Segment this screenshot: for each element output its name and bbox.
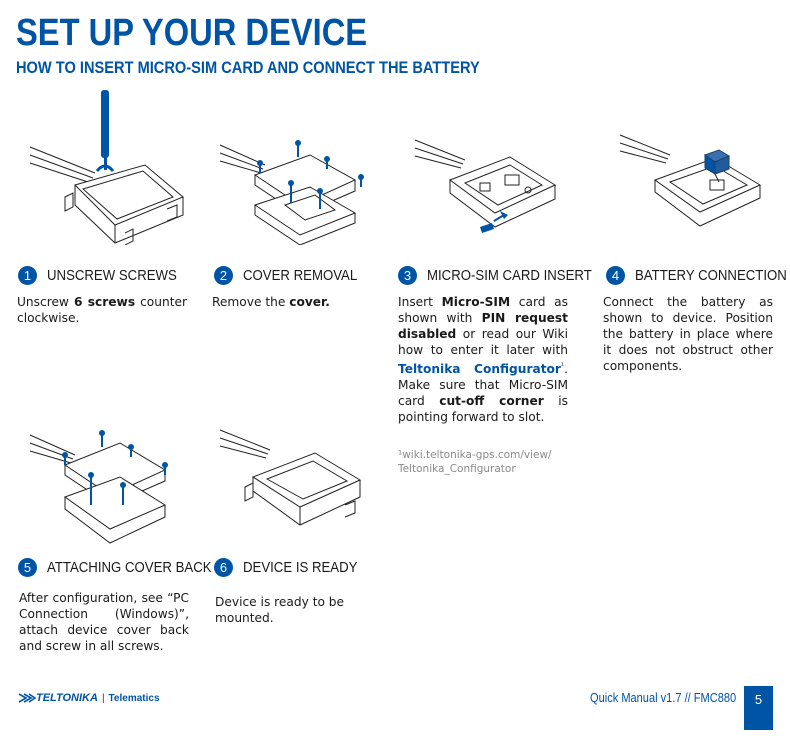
step-1-heading: 1 UNSCREW SCREWS <box>18 266 195 285</box>
teltonika-logo-icon <box>18 692 36 704</box>
step-2-number: 2 <box>214 266 233 285</box>
step-3-number: 3 <box>398 266 417 285</box>
step-6-description: Device is ready to be mounted. <box>215 594 385 626</box>
step-5-number: 5 <box>18 558 37 577</box>
page-subtitle: HOW TO INSERT MICRO-SIM CARD AND CONNECT… <box>16 58 480 78</box>
logo-text: TELTONIKA <box>36 692 98 704</box>
teltonika-configurator-link[interactable]: Teltonika Configurator <box>398 362 561 376</box>
step-1-description: Unscrew 6 screws counter clockwise. <box>17 294 187 326</box>
step-6-number: 6 <box>214 558 233 577</box>
manual-version: Quick Manual v1.7 // FMC880 <box>590 690 736 705</box>
unscrew-screws-illustration <box>25 85 190 245</box>
step-3-description: Insert Micro-SIM card as shown with PIN … <box>398 294 568 425</box>
step-5-description: After configuration, see “PC Connection … <box>19 590 189 654</box>
step-4-description: Connect the battery as shown to device. … <box>603 294 773 374</box>
logo-division: Telematics <box>109 693 160 704</box>
step-6-title: DEVICE IS READY <box>243 559 357 576</box>
step-3-title: MICRO-SIM CARD INSERT <box>427 267 592 284</box>
footnote-wiki-link[interactable]: ¹wiki.teltonika-gps.com/view/ Teltonika_… <box>398 448 568 476</box>
battery-connection-illustration <box>615 130 780 240</box>
step-4-heading: 4 BATTERY CONNECTION <box>606 266 790 285</box>
step-5-heading: 5 ATTACHING COVER BACK <box>18 558 234 577</box>
step-1-title: UNSCREW SCREWS <box>47 267 177 284</box>
step-6-heading: 6 DEVICE IS READY <box>214 558 373 577</box>
attach-cover-illustration <box>25 425 190 550</box>
step-4-number: 4 <box>606 266 625 285</box>
logo-separator: | <box>102 693 105 704</box>
page-title: SET UP YOUR DEVICE <box>16 12 367 55</box>
step-2-description: Remove the cover. <box>212 294 382 310</box>
device-ready-illustration <box>215 425 380 535</box>
cover-removal-illustration <box>215 135 380 245</box>
step-3-heading: 3 MICRO-SIM CARD INSERT <box>398 266 614 285</box>
step-2-heading: 2 COVER REMOVAL <box>214 266 373 285</box>
page-number: 5 <box>744 686 773 730</box>
teltonika-logo: TELTONIKA | Telematics <box>18 692 160 704</box>
step-4-title: BATTERY CONNECTION <box>635 267 787 284</box>
step-2-title: COVER REMOVAL <box>243 267 357 284</box>
sim-insert-illustration <box>410 135 575 245</box>
step-5-title: ATTACHING COVER BACK <box>47 559 212 576</box>
step-1-number: 1 <box>18 266 37 285</box>
